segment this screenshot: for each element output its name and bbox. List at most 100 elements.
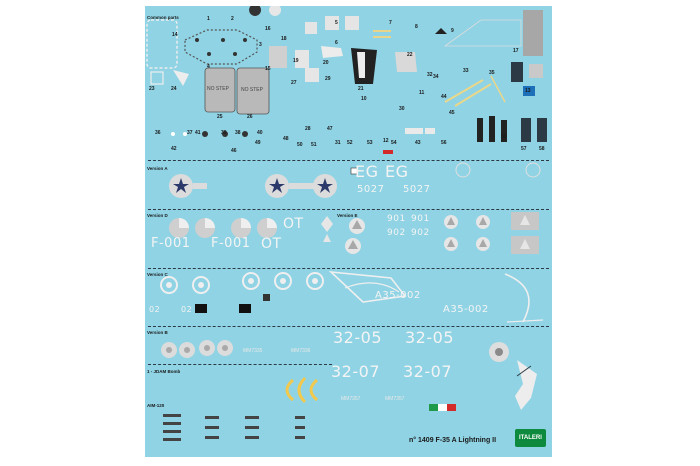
serial-number: F-001 [211,236,251,251]
section-title-jdam: 1 - JDAM Bomb [147,369,181,374]
decal-number: 44 [441,94,447,100]
decal-number: 55 [501,134,507,140]
decal-number: 9 [451,28,454,34]
decal-number: 42 [171,146,177,152]
decal-number: 25 [217,114,223,120]
decal-number: 38 [235,130,241,136]
section-title-version-a: Version A [147,166,168,171]
decal-number: 36 [155,130,161,136]
code-numbers: 32-07 [403,362,452,381]
serial-number: 5027 [403,184,431,195]
decal-number: 24 [171,86,177,92]
decal-number: 10 [361,96,367,102]
code-numbers: 32-07 [331,362,380,381]
military-serial: MM7357 [341,396,361,402]
decal-number: 35 [489,70,495,76]
code-letters: EG [355,162,379,181]
decal-number: 50 [297,142,303,148]
decal-number: 37 [187,130,193,136]
aircraft-number: 901 [411,214,430,224]
decal-number: 7 [389,20,392,26]
code-numbers: 32-05 [405,328,454,347]
decal-number: 48 [283,136,289,142]
decal-number: 31 [335,140,341,146]
decal-number: 47 [327,126,333,132]
decal-number: 54 [391,140,397,146]
decal-number: 3 [259,42,262,48]
aircraft-number: 902 [387,228,406,238]
weapons-graphics [163,376,319,441]
decal-number: 34 [433,74,439,80]
decal-number: 15 [265,66,271,72]
decal-number: 56 [441,140,447,146]
decal-number: 27 [291,80,297,86]
serial-number: 5027 [357,184,385,195]
version-d-graphics [169,216,333,242]
decal-number: 5 [335,20,338,26]
decal-number: 30 [399,106,405,112]
code-letters: OT [283,216,304,232]
decal-number: 49 [255,140,261,146]
aircraft-number: 901 [387,214,406,224]
section-title-common: Common parts [147,15,179,20]
decal-number: 51 [311,142,317,148]
decal-number: 32 [427,72,433,78]
decal-number: 16 [265,26,271,32]
small-number: 02 [181,305,193,314]
decal-number: 1 [207,16,210,22]
section-title-version-b: Version B [147,330,168,335]
code-numbers: 32-05 [333,328,382,347]
separator-c [148,326,549,327]
version-e-graphics [345,212,539,254]
decal-number: 23 [149,86,155,92]
version-c-graphics [160,270,544,323]
section-title-version-c: Version C [147,272,168,277]
military-serial: MM7335 [243,348,263,354]
separator-common [148,160,549,161]
version-b-graphics [161,340,537,411]
decal-number: 14 [172,32,178,38]
decal-number: 4 [207,64,210,70]
decal-number: 21 [358,86,364,92]
decal-number: 18 [281,36,287,42]
version-a-graphics [169,162,541,198]
product-title: n° 1409 F-35 A Lightning II [409,437,497,444]
section-title-version-d: Version D [147,213,168,218]
military-serial: MM7336 [291,348,311,354]
decal-number: 11 [419,90,425,96]
separator-a [148,209,549,210]
decal-number: 22 [407,52,413,58]
serial-number: F-001 [151,236,191,251]
decal-number: 57 [521,146,527,152]
serial-number: A35-002 [443,304,489,315]
military-serial: MM7357 [385,396,405,402]
common-parts-graphics [146,6,547,154]
decal-number: 52 [347,140,353,146]
brand-logo: ITALERI [515,429,546,447]
decal-number: 12 [383,138,389,144]
decal-number: 58 [539,146,545,152]
decal-number: 40 [257,130,263,136]
separator-d [148,268,549,269]
decal-graphics [146,6,547,441]
no-step-stencil: NO STEP [207,86,229,92]
decal-number: 41 [195,130,201,136]
section-title-version-e: Version E [337,213,358,218]
decal-number: 20 [323,60,329,66]
decal-number: 45 [449,110,455,116]
decal-number: 6 [335,40,338,46]
decal-number: 13 [525,88,531,94]
separator-b [148,364,332,365]
code-letters: EG [385,162,409,181]
decal-number: 29 [325,76,331,82]
decal-sheet: Common parts Version A Version D Version… [145,6,552,457]
decal-number: 39 [221,130,227,136]
decal-number: 26 [247,114,253,120]
decal-number: 8 [415,24,418,30]
no-step-stencil: NO STEP [241,87,263,93]
section-title-aim: AIM-120 [147,403,165,408]
decal-number: 33 [463,68,469,74]
aircraft-number: 902 [411,228,430,238]
decal-number: 19 [293,58,299,64]
decal-number: 53 [367,140,373,146]
